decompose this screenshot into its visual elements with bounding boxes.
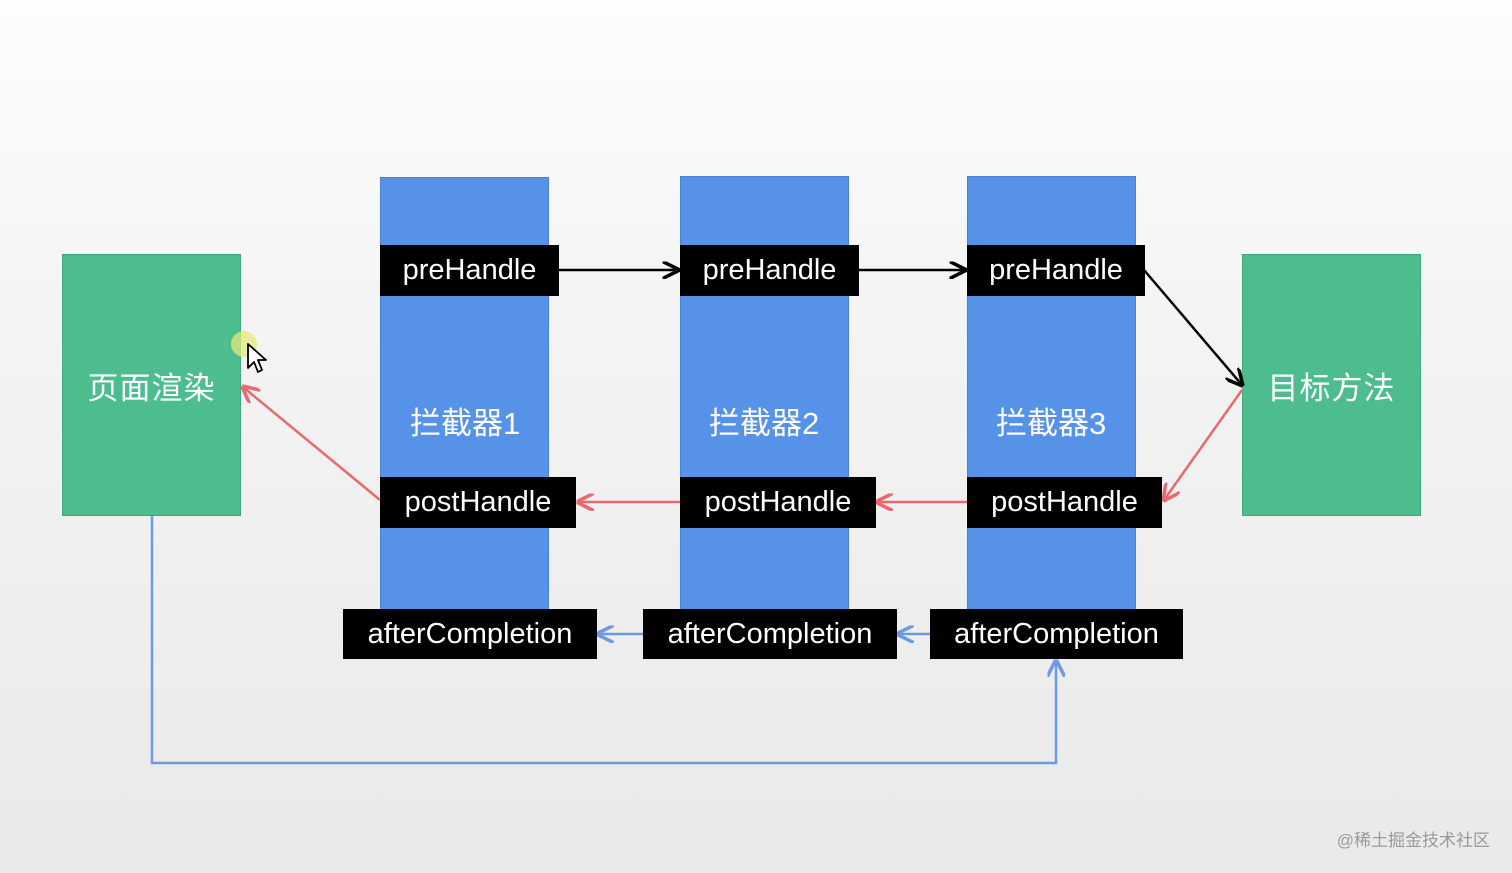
- interceptor-3-label: 拦截器3: [996, 406, 1107, 441]
- interceptor-3-aftercompletion: afterCompletion: [930, 609, 1183, 659]
- interceptor-2-posthandle: postHandle: [680, 477, 876, 528]
- interceptor-2-prehandle: preHandle: [680, 245, 859, 296]
- interceptor-1-posthandle: postHandle: [380, 477, 576, 528]
- page-render-label: 页面渲染: [87, 370, 216, 406]
- interceptor-1-aftercompletion: afterCompletion: [343, 609, 597, 659]
- target-method-label: 目标方法: [1267, 370, 1396, 406]
- interceptor-3-posthandle: postHandle: [967, 477, 1162, 528]
- post-arrow-target-to-3: [1164, 389, 1244, 500]
- interceptor-2-label: 拦截器2: [709, 406, 820, 441]
- post-arrow-1-to-render: [243, 387, 381, 501]
- interceptor-2-aftercompletion: afterCompletion: [643, 609, 897, 659]
- interceptor-3-prehandle: preHandle: [967, 245, 1145, 296]
- render-to-after-3-arrow: [150, 516, 1056, 765]
- interceptor-1-label: 拦截器1: [410, 406, 521, 441]
- target-method-node: 目标方法: [1242, 254, 1421, 516]
- mouse-cursor-icon: [231, 331, 267, 373]
- interceptor-1-prehandle: preHandle: [380, 245, 559, 296]
- watermark: @稀土掘金技术社区: [1336, 831, 1490, 850]
- page-render-node: 页面渲染: [62, 254, 241, 516]
- pre-arrow-3-to-target: [1143, 269, 1242, 385]
